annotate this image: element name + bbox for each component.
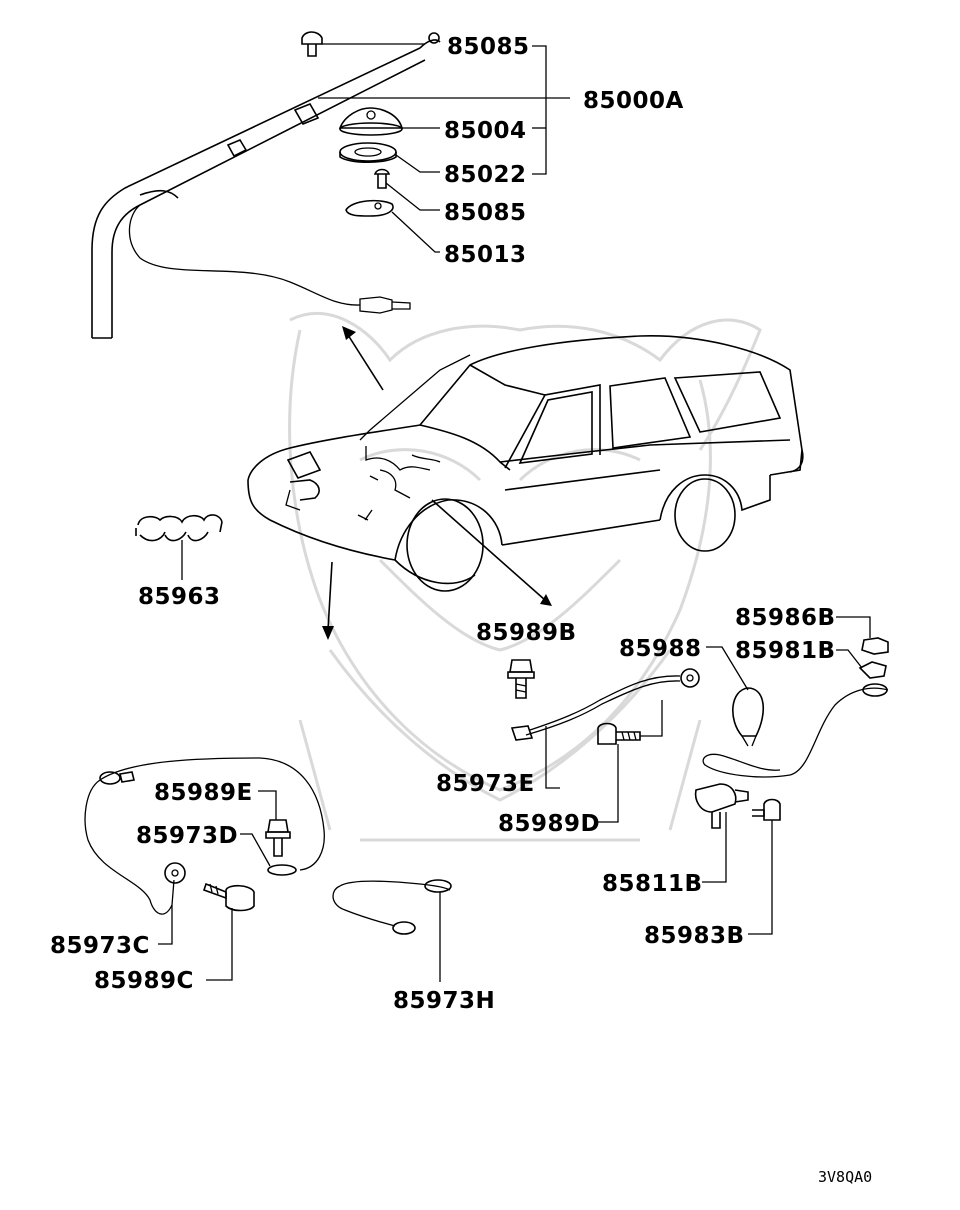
nut-85986B [836, 616, 889, 655]
terminal-85973D [240, 833, 297, 876]
cable-85973E [510, 668, 700, 789]
bolt-85989C [202, 882, 255, 981]
bolt-85989B [507, 659, 535, 699]
cable-85973H [332, 879, 452, 982]
cable-85973C [84, 757, 325, 945]
label-85973C: 85973C [50, 933, 150, 959]
direction-arrows [322, 326, 552, 640]
label-85811B: 85811B [602, 871, 703, 897]
label-85973E: 85973E [436, 771, 535, 797]
part-labels: 85085 85000A 85004 85022 85085 85013 859… [50, 34, 872, 1186]
antenna-cable [128, 204, 411, 314]
label-85989D: 85989D [498, 811, 600, 837]
label-85973D: 85973D [136, 823, 238, 849]
plate-85013 [345, 199, 394, 217]
diagram-code: 3V8QA0 [818, 1168, 872, 1186]
screw-85085-mid [373, 168, 391, 189]
label-85973H: 85973H [393, 988, 495, 1014]
washer-85981B [836, 649, 887, 679]
antenna-base-85004 [338, 107, 404, 136]
ring-85988 [706, 646, 764, 747]
label-85085-mid: 85085 [444, 200, 527, 226]
bolt-85085-top [301, 31, 323, 57]
cable-85811B [694, 683, 889, 883]
antenna-mast [91, 32, 441, 339]
bolt-85989D [596, 700, 663, 823]
clips-85963 [135, 514, 223, 580]
label-85989C: 85989C [94, 968, 194, 994]
label-85981B: 85981B [735, 638, 836, 664]
leaders-top [318, 43, 570, 253]
bolt-85989E [258, 790, 291, 857]
label-85983B: 85983B [644, 923, 745, 949]
label-85022: 85022 [444, 162, 527, 188]
label-85989E: 85989E [154, 780, 253, 806]
label-85004: 85004 [444, 118, 527, 144]
label-85986B: 85986B [735, 605, 836, 631]
label-85085-top: 85085 [447, 34, 530, 60]
car-body [247, 335, 804, 592]
watermark [288, 312, 762, 842]
label-85013: 85013 [444, 242, 527, 268]
bolt-85983B [748, 798, 781, 935]
label-85000A: 85000A [583, 88, 684, 114]
label-85989B: 85989B [476, 620, 577, 646]
gasket-85022 [339, 142, 397, 164]
label-85963: 85963 [138, 584, 221, 610]
engine-bay-wiring [285, 354, 471, 521]
label-85988: 85988 [619, 636, 702, 662]
